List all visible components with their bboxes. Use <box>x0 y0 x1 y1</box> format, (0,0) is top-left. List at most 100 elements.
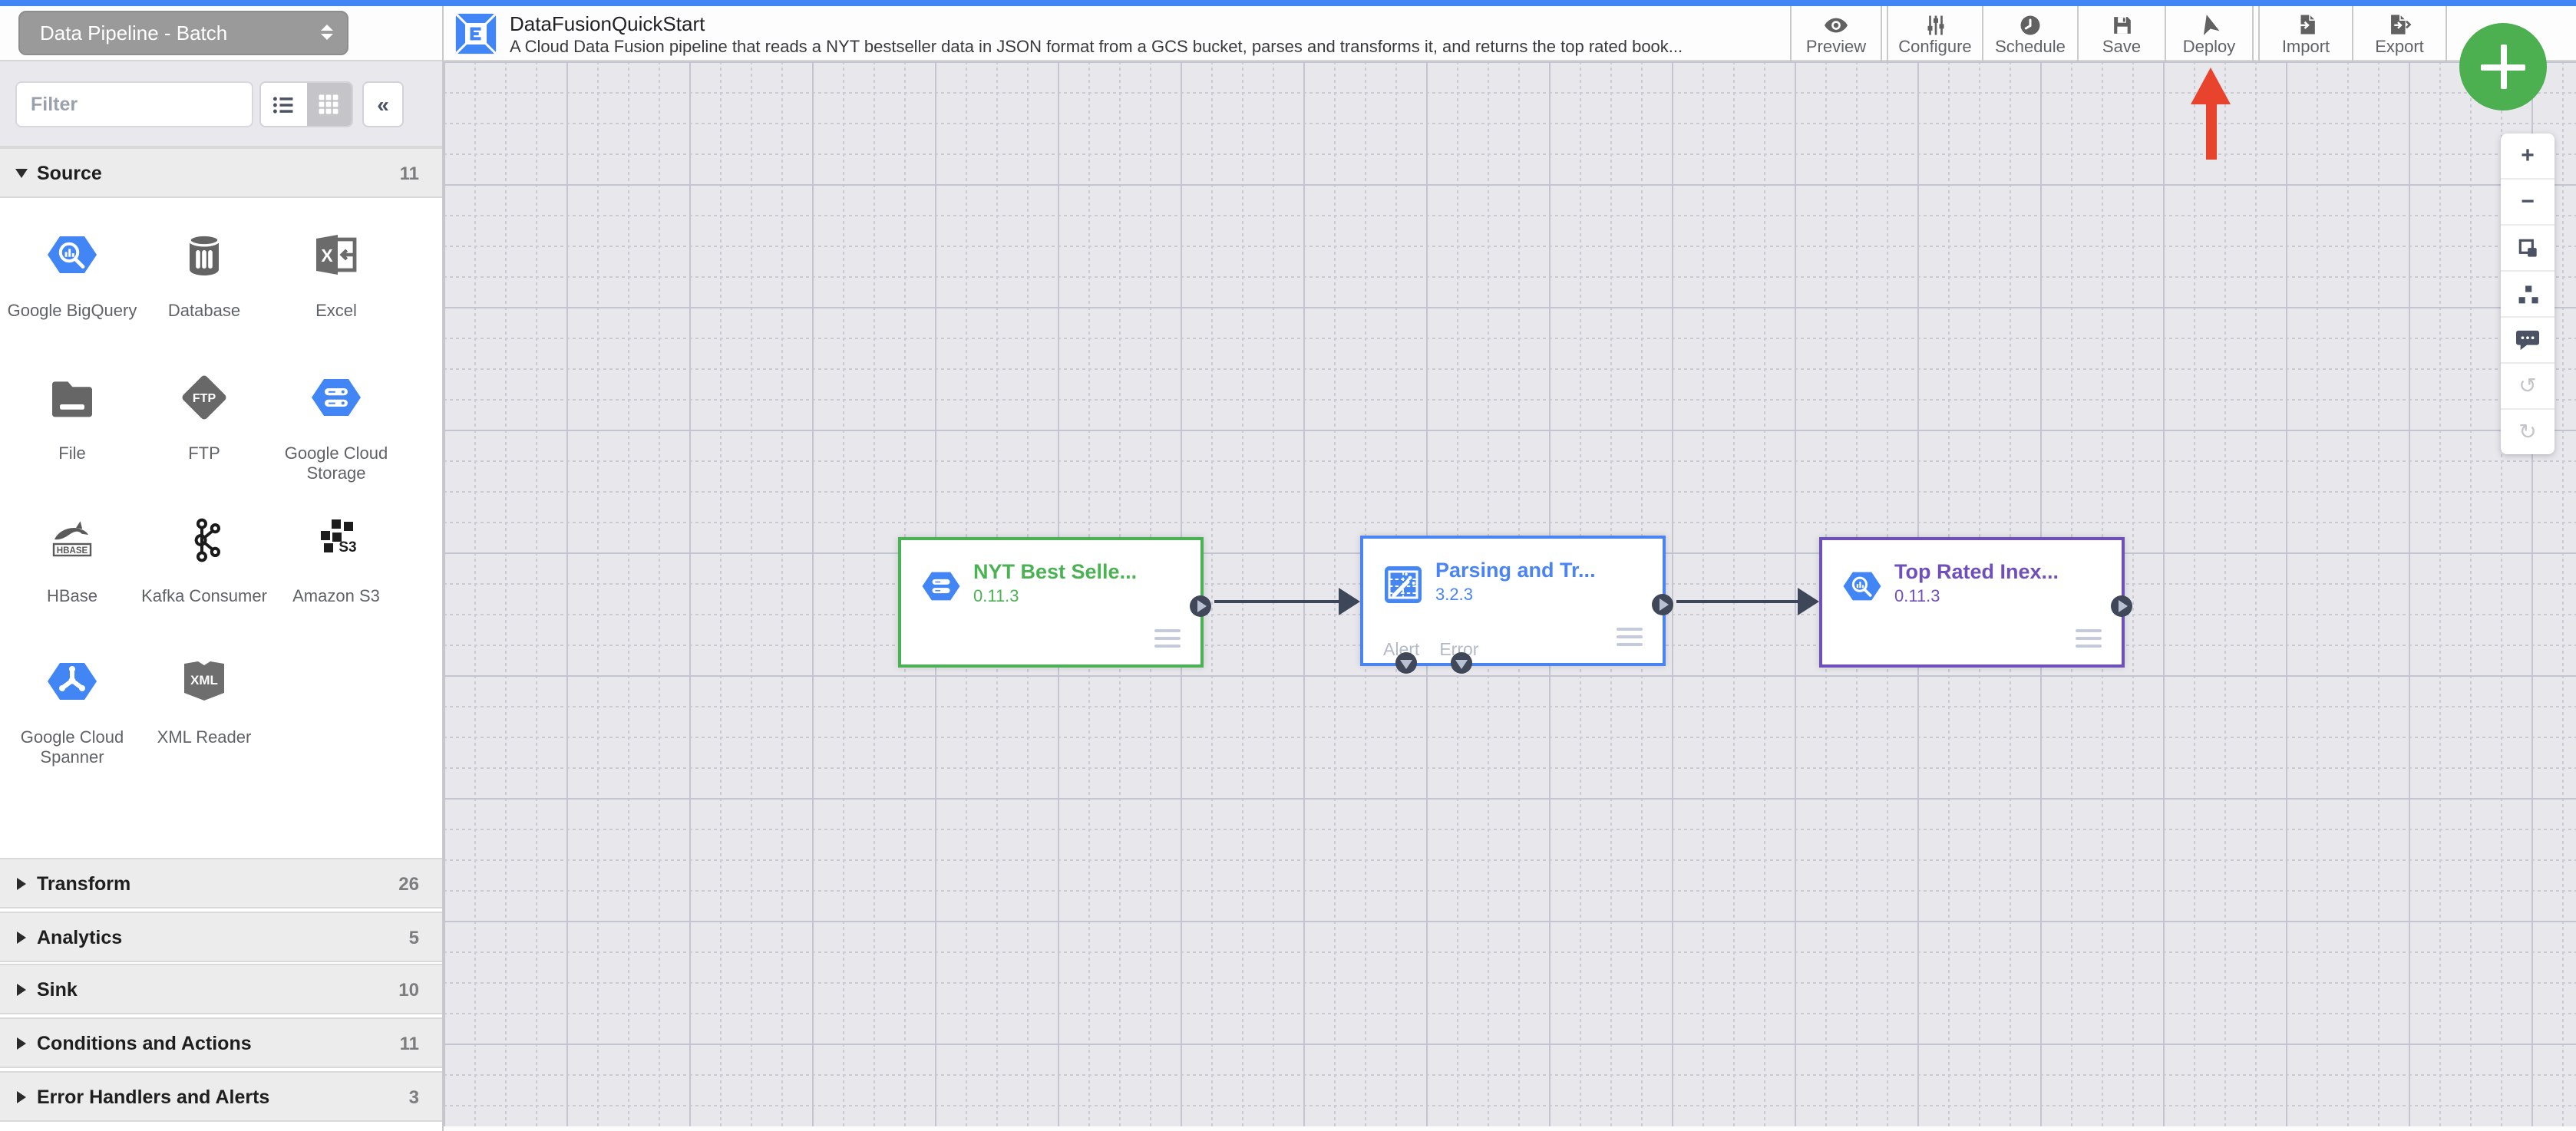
gcs-icon <box>312 379 361 416</box>
zoom-in-button[interactable]: + <box>2501 134 2555 180</box>
comment-icon <box>2516 330 2539 351</box>
divider <box>2252 6 2260 61</box>
export-button[interactable]: Export <box>2353 6 2446 61</box>
connection-line-1 <box>1214 600 1339 603</box>
plugin-file[interactable]: File <box>6 371 138 465</box>
wrangler-icon <box>1385 566 1422 603</box>
collapse-sidebar-button[interactable]: « <box>362 81 404 127</box>
pipeline-type-header: Data Pipeline - Batch <box>0 6 442 61</box>
filter-input[interactable] <box>15 81 253 127</box>
node-parsing-and-transform[interactable]: Parsing and Tr... 3.2.3 Alert Error <box>1360 536 1673 674</box>
section-count: 5 <box>408 926 419 948</box>
comments-button[interactable] <box>2501 318 2555 364</box>
add-entity-fab-button[interactable] <box>2459 23 2547 110</box>
plugin-excel[interactable]: X Excel <box>270 229 402 322</box>
section-count: 3 <box>408 1086 419 1107</box>
sidebar-section-analytics[interactable]: Analytics 5 <box>0 912 442 962</box>
fit-to-screen-icon <box>2518 238 2536 256</box>
pipeline-type-select[interactable]: Data Pipeline - Batch <box>18 11 348 55</box>
section-label: Conditions and Actions <box>37 1032 252 1054</box>
grid-view-button[interactable] <box>306 83 352 126</box>
alert-port[interactable] <box>1395 652 1417 674</box>
section-count: 10 <box>398 978 419 1000</box>
connection-line-2 <box>1676 600 1798 603</box>
bigquery-icon <box>48 236 97 273</box>
paper-plane-icon <box>2203 15 2220 35</box>
plugin-label: Google BigQuery <box>7 302 137 321</box>
plugin-hbase[interactable]: HBASE HBase <box>6 514 138 608</box>
node-nyt-best-sellers[interactable]: NYT Best Selle... 0.11.3 <box>898 537 1211 668</box>
auto-layout-button[interactable] <box>2501 272 2555 318</box>
plugin-kafka-consumer[interactable]: Kafka Consumer <box>138 514 270 608</box>
plugin-label: XML Reader <box>157 729 252 747</box>
configure-button[interactable]: Configure <box>1888 6 1982 61</box>
section-count: 11 <box>399 162 419 183</box>
section-label: Analytics <box>37 926 123 948</box>
redo-icon: ↻ <box>2518 419 2537 443</box>
section-count: 26 <box>398 872 419 894</box>
plugin-google-bigquery[interactable]: Google BigQuery <box>6 229 138 322</box>
node-menu-icon[interactable] <box>2076 628 2102 648</box>
output-port[interactable] <box>2111 595 2132 617</box>
plugin-google-cloud-storage[interactable]: Google Cloud Storage <box>270 371 402 485</box>
plugin-label: Kafka Consumer <box>141 588 267 606</box>
pipeline-title: DataFusionQuickStart <box>510 12 705 35</box>
sliders-icon <box>1927 15 1944 35</box>
node-menu-icon[interactable] <box>1617 627 1643 646</box>
plugin-xml-reader[interactable]: XML XML Reader <box>138 655 270 749</box>
pipeline-description: A Cloud Data Fusion pipeline that reads … <box>510 38 1683 56</box>
deploy-button[interactable]: Deploy <box>2166 6 2252 61</box>
top-accent-bar <box>0 0 2576 6</box>
s3-glyph: S3 <box>339 539 356 556</box>
chevron-right-icon <box>17 931 26 943</box>
save-button[interactable]: Save <box>2079 6 2165 61</box>
sidebar-section-transform[interactable]: Transform 26 <box>0 858 442 908</box>
connection-arrowhead-1 <box>1339 588 1360 615</box>
divider <box>2446 6 2447 61</box>
node-title: Top Rated Inex... <box>1894 560 2059 583</box>
section-label: Sink <box>37 978 78 1000</box>
redo-button[interactable]: ↻ <box>2501 410 2555 454</box>
plugin-google-cloud-spanner[interactable]: Google Cloud Spanner <box>6 655 138 769</box>
sidebar-section-source[interactable]: Source 11 <box>0 147 442 198</box>
plugin-ftp[interactable]: FTP FTP <box>138 371 270 465</box>
chevron-right-icon <box>17 983 26 995</box>
data-fusion-logo-icon <box>455 13 497 54</box>
plugin-sidebar: Data Pipeline - Batch <box>0 6 444 1131</box>
canvas-toolbar: + − ↺ ↻ <box>2501 134 2555 454</box>
collapse-icon: « <box>377 92 389 117</box>
undo-icon: ↺ <box>2518 373 2537 397</box>
grid-icon <box>319 94 339 114</box>
view-toggle <box>259 81 353 127</box>
divider <box>1790 6 1792 61</box>
clock-icon <box>2020 15 2040 35</box>
import-button[interactable]: Import <box>2260 6 2352 61</box>
error-port[interactable] <box>1451 652 1472 674</box>
connection-arrowhead-2 <box>1798 588 1819 615</box>
list-view-button[interactable] <box>261 83 306 126</box>
plugin-amazon-s3[interactable]: S3 Amazon S3 <box>270 514 402 608</box>
source-plugin-grid: Google BigQuery Database X Excel <box>0 198 442 856</box>
undo-button[interactable]: ↺ <box>2501 364 2555 410</box>
preview-button[interactable]: Preview <box>1792 6 1881 61</box>
plus-icon <box>2500 45 2506 89</box>
section-label: Source <box>37 162 102 183</box>
plus-icon: + <box>2521 143 2535 169</box>
zoom-out-button[interactable]: − <box>2501 180 2555 226</box>
output-port[interactable] <box>1190 595 1211 617</box>
sidebar-section-sink[interactable]: Sink 10 <box>0 964 442 1014</box>
bigquery-icon <box>1843 572 1881 601</box>
fit-to-screen-button[interactable] <box>2501 226 2555 272</box>
sidebar-section-conditions-and-actions[interactable]: Conditions and Actions 11 <box>0 1017 442 1068</box>
node-menu-icon[interactable] <box>1154 628 1181 648</box>
node-top-rated-inexpensive[interactable]: Top Rated Inex... 0.11.3 <box>1819 537 2132 668</box>
database-icon <box>188 233 220 275</box>
import-icon <box>2298 15 2314 35</box>
xml-glyph: XML <box>190 673 218 688</box>
sidebar-section-error-handlers-and-alerts[interactable]: Error Handlers and Alerts 3 <box>0 1071 442 1122</box>
output-port[interactable] <box>1652 594 1673 615</box>
node-title: NYT Best Selle... <box>973 560 1138 583</box>
plugin-database[interactable]: Database <box>138 229 270 322</box>
schedule-button[interactable]: Schedule <box>1983 6 2077 61</box>
